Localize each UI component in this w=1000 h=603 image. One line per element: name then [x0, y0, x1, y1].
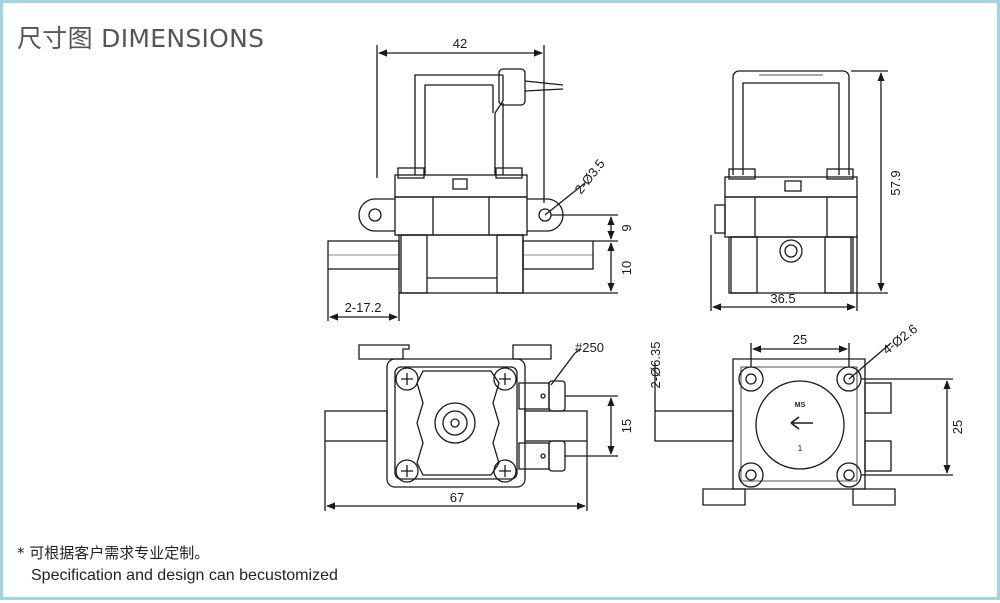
bottom-port-label: 2-Ø6.35	[648, 342, 663, 389]
bottom-spacing-v-label: 25	[950, 420, 965, 434]
side-width-label: 36.5	[770, 291, 795, 306]
top-view	[324, 344, 618, 511]
technical-drawing: 42 2-Ø3.5 9 10 2-17.2	[324, 36, 965, 511]
front-lower-label: 10	[619, 261, 634, 275]
top-pitch-label: 15	[619, 419, 634, 433]
top-length-label: 67	[450, 490, 464, 505]
front-width-label: 42	[453, 36, 467, 51]
side-height-label: 57.9	[888, 170, 903, 195]
bottom-holes-label: 4-Ø2.6	[880, 321, 921, 357]
port-number: 1	[798, 444, 803, 453]
note-chinese: * 可根据客户需求专业定制。	[17, 544, 210, 562]
front-hole-label: 2-Ø3.5	[572, 156, 608, 197]
page-title: 尺寸图 DIMENSIONS	[17, 24, 265, 53]
front-view	[327, 45, 618, 321]
front-upper-label: 9	[619, 224, 634, 231]
front-port-label: 2-17.2	[345, 300, 382, 315]
top-wire-label: #250	[575, 340, 604, 355]
bottom-spacing-h-label: 25	[793, 332, 807, 347]
note-english: Specification and design can becustomize…	[31, 567, 338, 584]
ms-mark: MS	[795, 402, 806, 409]
side-view	[710, 70, 888, 311]
bottom-view	[654, 342, 953, 506]
